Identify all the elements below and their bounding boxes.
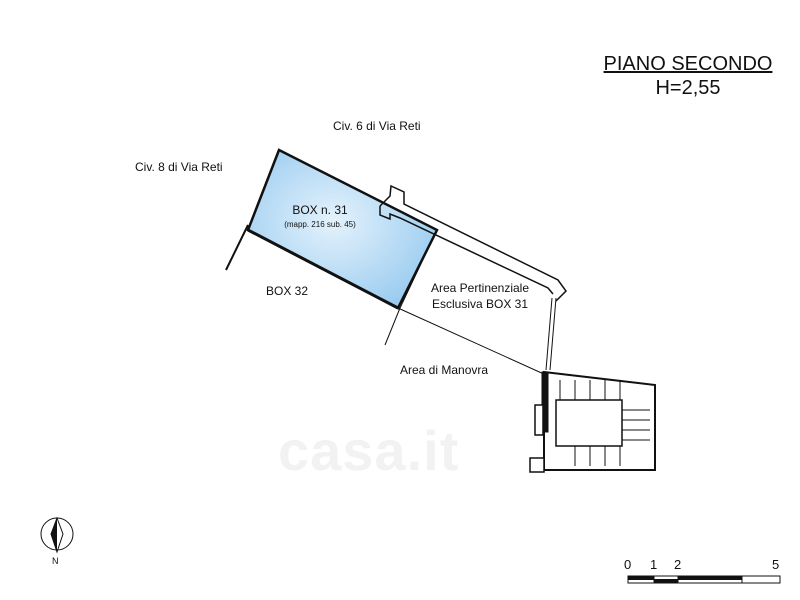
pertinence-boundary bbox=[399, 229, 438, 309]
scale-tick-1: 1 bbox=[650, 557, 658, 572]
floor-name: PIANO SECONDO bbox=[603, 53, 773, 75]
label-esclusiva-box-31: Esclusiva BOX 31 bbox=[431, 297, 529, 311]
stairwell bbox=[529, 370, 656, 473]
pertinence-boundary-lower bbox=[384, 307, 401, 346]
scale-bar bbox=[627, 575, 781, 584]
manovra-boundary bbox=[397, 307, 547, 376]
compass-icon bbox=[40, 516, 74, 554]
scale-tick-2: 2 bbox=[674, 557, 682, 572]
watermark: casa.it bbox=[278, 419, 460, 482]
compass-north-label: N bbox=[52, 556, 59, 566]
label-box-32: BOX 32 bbox=[266, 284, 309, 298]
label-civ-8: Civ. 8 di Via Reti bbox=[135, 160, 223, 174]
floor-title: PIANO SECONDO H=2,55 bbox=[596, 52, 780, 100]
left-wall bbox=[225, 224, 249, 271]
label-box-31-mapp: (mapp. 216 sub. 45) bbox=[284, 220, 356, 229]
box-divider-wall bbox=[247, 228, 399, 310]
scale-tick-0: 0 bbox=[624, 557, 632, 572]
corridor-wall bbox=[379, 184, 567, 302]
right-edge-line-b bbox=[549, 297, 557, 371]
scale-tick-5: 5 bbox=[772, 557, 780, 572]
floor-height: H=2,55 bbox=[655, 77, 721, 99]
label-civ-6: Civ. 6 di Via Reti bbox=[333, 119, 421, 133]
label-area-pertinenziale: Area Pertinenziale bbox=[430, 281, 530, 295]
label-area-manovra: Area di Manovra bbox=[400, 363, 489, 377]
right-edge-line-a bbox=[545, 297, 553, 371]
label-box-31: BOX n. 31 bbox=[292, 203, 348, 217]
